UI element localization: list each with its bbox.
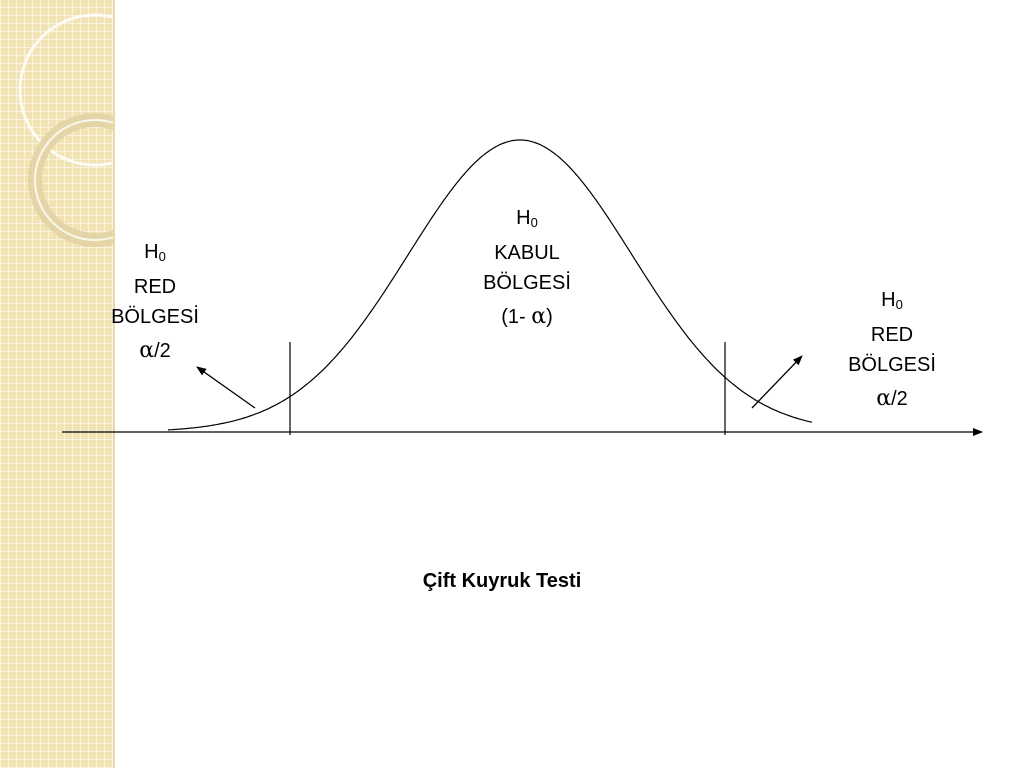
center-alpha-symbol: α xyxy=(531,304,547,329)
decorative-side-panel xyxy=(0,0,115,768)
center-bolgesi-text: BÖLGESİ xyxy=(483,272,571,294)
acceptance-region-label: H0 KABUL BÖLGESİ (1- α) xyxy=(452,203,602,332)
right-fraction: /2 xyxy=(891,388,908,410)
diagram-caption: Çift Kuyruk Testi xyxy=(422,570,582,592)
right-rejection-label: H0 RED BÖLGESİ α/2 xyxy=(817,285,967,414)
center-open-paren: (1- xyxy=(501,306,532,328)
left-alpha-symbol: α xyxy=(139,338,155,363)
right-alpha-symbol: α xyxy=(876,386,892,411)
left-rejection-label: H0 RED BÖLGESİ α/2 xyxy=(80,237,230,366)
left-fraction: /2 xyxy=(154,340,171,362)
normal-distribution-curve xyxy=(167,139,813,431)
decorative-rings xyxy=(18,13,113,247)
right-bolgesi-text: BÖLGESİ xyxy=(848,354,936,376)
right-h-symbol: H xyxy=(881,289,896,311)
left-h-subscript: 0 xyxy=(158,249,166,264)
center-close-paren: ) xyxy=(546,306,553,328)
left-tail-arrow xyxy=(196,366,256,409)
right-red-text: RED xyxy=(870,324,914,346)
center-kabul-text: KABUL xyxy=(494,242,560,264)
left-h-symbol: H xyxy=(144,241,159,263)
left-red-text: RED xyxy=(133,276,177,298)
right-tail-arrow xyxy=(751,355,803,409)
right-h-subscript: 0 xyxy=(895,297,903,312)
center-h-subscript: 0 xyxy=(530,215,538,230)
center-h-symbol: H xyxy=(516,207,531,229)
left-bolgesi-text: BÖLGESİ xyxy=(111,306,199,328)
